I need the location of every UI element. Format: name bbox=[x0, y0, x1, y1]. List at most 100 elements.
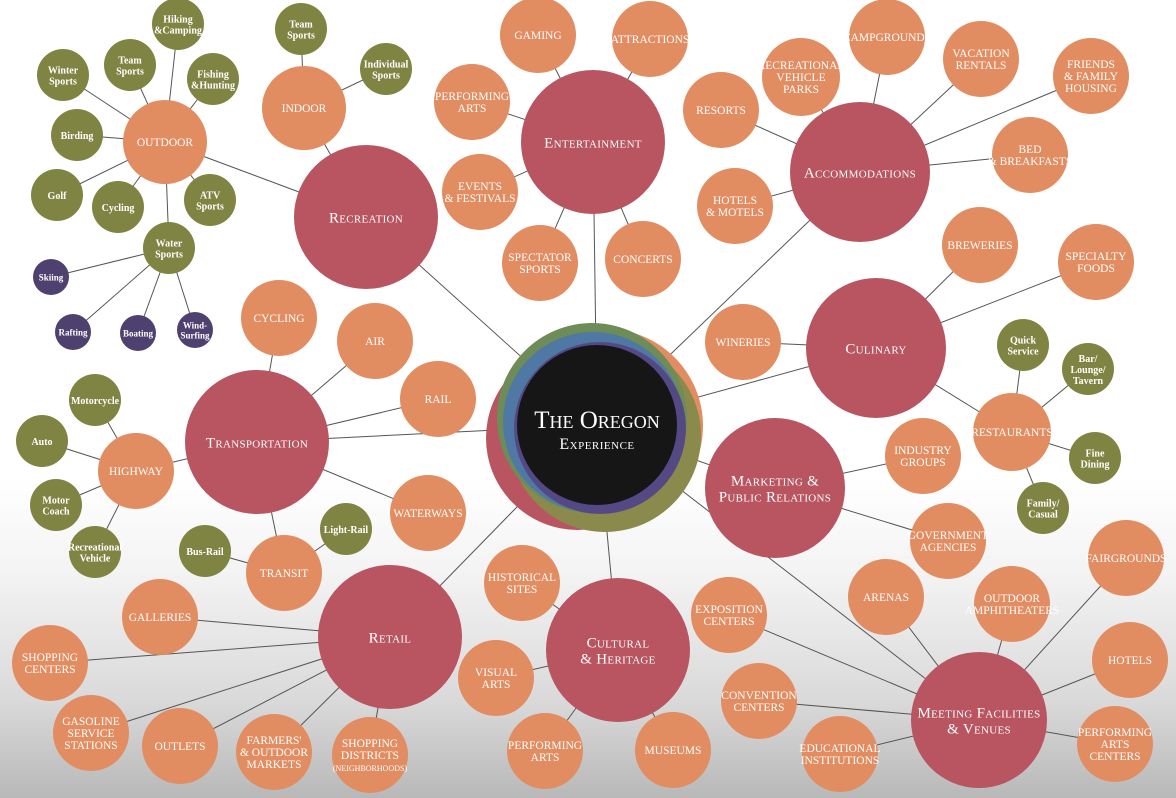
node-boating: Boating bbox=[120, 315, 156, 351]
node-label: Fishing&Hunting bbox=[191, 69, 235, 91]
node-circle bbox=[910, 503, 986, 579]
node-circle bbox=[92, 181, 144, 233]
node-circle bbox=[69, 374, 121, 426]
node-arenas: ARENAS bbox=[848, 559, 924, 635]
node-circle bbox=[400, 361, 476, 437]
node-circle bbox=[246, 535, 322, 611]
node-circle bbox=[1077, 706, 1153, 782]
node-circle bbox=[16, 415, 68, 467]
node-label: Bar/Lounge/Tavern bbox=[1070, 354, 1105, 387]
node-circle bbox=[484, 545, 560, 621]
node-auto: Auto bbox=[16, 415, 68, 467]
node-label: Light-Rail bbox=[324, 525, 369, 536]
node-retail: Retail bbox=[318, 565, 462, 709]
node-label: ATTRACTIONS bbox=[611, 34, 690, 46]
node-bar: Bar/Lounge/Tavern bbox=[1062, 343, 1114, 395]
node-circle bbox=[123, 100, 207, 184]
node-galleries: GALLERIES bbox=[122, 579, 198, 655]
node-label: OUTLETS bbox=[154, 741, 205, 753]
node-circle bbox=[98, 433, 174, 509]
node-windsurfing: Wind-Surfing bbox=[177, 312, 213, 348]
node-circle bbox=[12, 625, 88, 701]
node-label: Boating bbox=[123, 329, 154, 339]
node-rafting: Rafting bbox=[55, 314, 91, 350]
node-outlets: OUTLETS bbox=[142, 708, 218, 784]
node-skiing: Skiing bbox=[33, 259, 69, 295]
node-light-rail: Light-Rail bbox=[320, 503, 372, 555]
node-outdoor: OUTDOOR bbox=[123, 100, 207, 184]
node-label: TRANSIT bbox=[260, 568, 309, 580]
node-label: INDOOR bbox=[282, 103, 327, 115]
node-circle bbox=[143, 222, 195, 274]
node-family: Family/Casual bbox=[1017, 482, 1069, 534]
node-hotels-motels: HOTELS& MOTELS bbox=[697, 168, 773, 244]
node-circle bbox=[1092, 622, 1168, 698]
node-hiking: Hiking&Camping bbox=[152, 0, 204, 50]
node-label: Transportation bbox=[206, 436, 308, 452]
node-circle bbox=[236, 714, 312, 790]
node-label: Entertainment bbox=[544, 136, 642, 152]
node-label: BED& BREAKFASTS bbox=[988, 144, 1072, 168]
node-circle bbox=[177, 312, 213, 348]
node-circle bbox=[275, 3, 327, 55]
node-label: OUTDOOR bbox=[137, 137, 194, 149]
node-restaurants: RESTAURANTS bbox=[971, 393, 1053, 471]
node-label: RAIL bbox=[425, 394, 452, 406]
center-title: The Oregon bbox=[534, 407, 660, 434]
node-label: CYCLING bbox=[253, 313, 304, 325]
node-circle bbox=[122, 579, 198, 655]
node-label: Cultural& Heritage bbox=[580, 636, 655, 668]
node-circle bbox=[1062, 343, 1114, 395]
node-circle bbox=[849, 0, 925, 75]
node-circle bbox=[1069, 432, 1121, 484]
node-circle bbox=[806, 278, 946, 418]
node-circle bbox=[502, 225, 578, 301]
node-circle bbox=[241, 280, 317, 356]
node-circle bbox=[37, 49, 89, 101]
node-bus-rail: Bus-Rail bbox=[179, 525, 231, 577]
node-fishing: Fishing&Hunting bbox=[187, 53, 239, 105]
node-label: GALLERIES bbox=[129, 612, 192, 624]
node-culinary: Culinary bbox=[806, 278, 946, 418]
node-circle bbox=[911, 652, 1047, 788]
node-circle bbox=[33, 259, 69, 295]
node-label: Family/Casual bbox=[1027, 498, 1060, 520]
node-label: WATERWAYS bbox=[393, 508, 462, 520]
node-label: Auto bbox=[31, 437, 52, 448]
node-transit: TRANSIT bbox=[246, 535, 322, 611]
node-circle bbox=[691, 577, 767, 653]
node-circle bbox=[721, 663, 797, 739]
node-label: RESORTS bbox=[696, 105, 746, 117]
node-golf: Golf bbox=[31, 169, 83, 221]
node-circle bbox=[390, 475, 466, 551]
node-circle bbox=[705, 304, 781, 380]
node-circle bbox=[802, 716, 878, 792]
node-circle bbox=[337, 303, 413, 379]
node-circle bbox=[790, 102, 930, 242]
node-circle bbox=[51, 109, 103, 161]
node-birding: Birding bbox=[51, 109, 103, 161]
node-label: CONCERTS bbox=[613, 254, 672, 266]
node-waterways: WATERWAYS bbox=[390, 475, 466, 551]
